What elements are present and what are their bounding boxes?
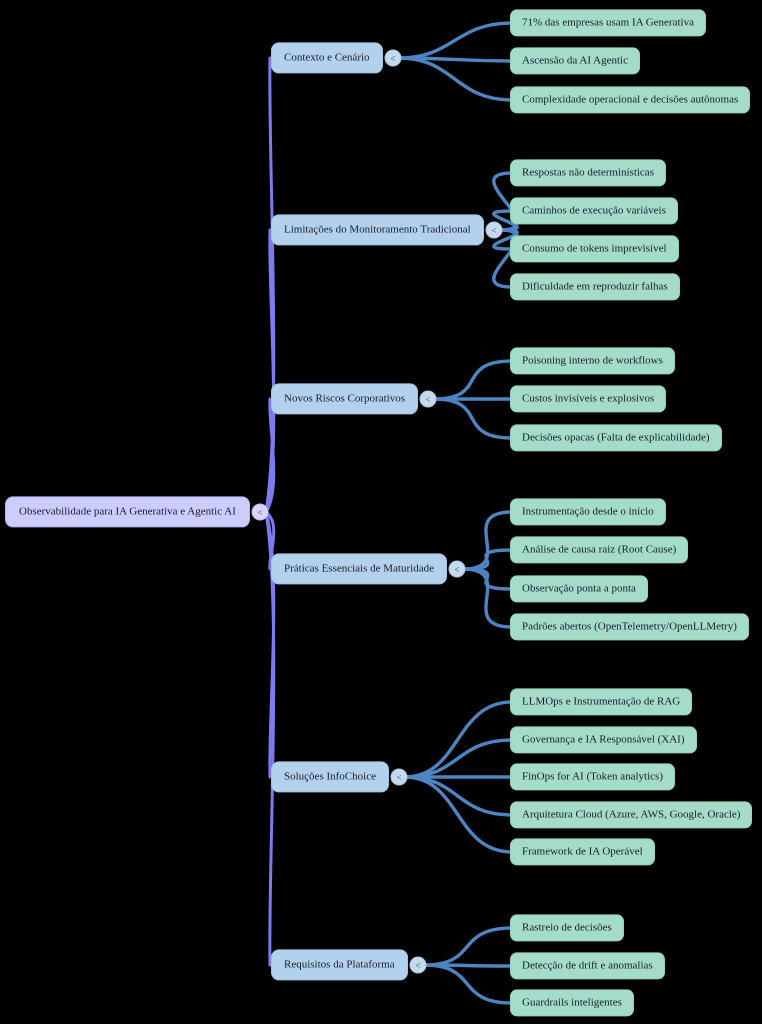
leaf-label: 71% das empresas usam IA Generativa [522, 16, 694, 29]
root-collapse-toggle[interactable]: < [251, 503, 269, 521]
leaf-label: Custos invisíveis e explosivos [522, 392, 655, 405]
leaf-label: Detecção de drift e anomalias [522, 959, 653, 972]
leaf-node[interactable]: FinOps for AI (Token analytics) [510, 763, 675, 791]
leaf-node[interactable]: Complexidade operacional e decisões autô… [510, 86, 751, 114]
branch-leaf-edge [432, 359, 514, 401]
leaf-node[interactable]: Respostas não determinísticas [510, 159, 666, 187]
leaf-node[interactable]: Poisoning interno de workflows [510, 347, 675, 375]
leaf-label: Caminhos de execução variáveis [522, 204, 666, 217]
branch-collapse-toggle[interactable]: < [485, 221, 503, 239]
leaf-label: Framework de IA Operável [522, 845, 643, 858]
branch-leaf-edge [397, 21, 514, 60]
branch-collapse-toggle[interactable]: < [390, 768, 408, 786]
leaf-label: Instrumentação desde o início [522, 505, 654, 518]
leaf-node[interactable]: Consumo de tokens imprevisível [510, 235, 679, 263]
root-branch-edge [264, 397, 276, 514]
leaf-node[interactable]: Detecção de drift e anomalias [510, 952, 665, 980]
branch-label: Requisitos da Plataforma [284, 958, 395, 971]
leaf-label: Rastreio de decisões [522, 921, 612, 934]
leaf-node[interactable]: Padrões abertos (OpenTelemetry/OpenLLMet… [510, 613, 749, 641]
branch-leaf-edge [397, 56, 514, 102]
leaf-node[interactable]: Arquitetura Cloud (Azure, AWS, Google, O… [510, 801, 753, 829]
branch-leaf-edge [422, 926, 514, 967]
leaf-label: Ascensão da AI Agentic [522, 54, 628, 67]
leaf-label: Governança e IA Responsável (XAI) [522, 733, 685, 746]
leaf-node[interactable]: Decisões opacas (Falta de explicabilidad… [510, 424, 722, 452]
branch-leaf-edge [403, 738, 514, 779]
leaf-label: Análise de causa raiz (Root Cause) [522, 543, 677, 556]
leaf-label: FinOps for AI (Token analytics) [522, 770, 663, 783]
root-branch-edge [264, 510, 276, 967]
branch-node-novos-riscos[interactable]: Novos Riscos Corporativos [271, 383, 418, 415]
branch-label: Limitações do Monitoramento Tradicional [284, 223, 471, 236]
leaf-label: LLMOps e Instrumentação de RAG [522, 695, 681, 708]
branch-leaf-edge [422, 963, 514, 1005]
leaf-label: Respostas não determinísticas [522, 166, 654, 179]
branch-label: Práticas Essenciais de Maturidade [284, 562, 434, 575]
leaf-node[interactable]: Análise de causa raiz (Root Cause) [510, 536, 689, 564]
leaf-node[interactable]: Observação ponta a ponta [510, 575, 648, 603]
branch-leaf-edge [492, 228, 519, 289]
leaf-label: Guardrails inteligentes [522, 996, 622, 1009]
branch-node-limitacoes-monitoramento[interactable]: Limitações do Monitoramento Tradicional [271, 214, 484, 246]
branch-node-praticas-maturidade[interactable]: Práticas Essenciais de Maturidade [271, 553, 447, 585]
branch-label: Soluções InfoChoice [284, 770, 376, 783]
branch-label: Novos Riscos Corporativos [284, 392, 405, 405]
leaf-node[interactable]: Governança e IA Responsável (XAI) [510, 726, 697, 754]
leaf-node[interactable]: Rastreio de decisões [510, 914, 624, 942]
leaf-node[interactable]: Custos invisíveis e explosivos [510, 385, 667, 413]
leaf-label: Padrões abertos (OpenTelemetry/OpenLLMet… [522, 620, 737, 633]
leaf-node[interactable]: Framework de IA Operável [510, 838, 655, 866]
branch-leaf-edge [403, 775, 514, 817]
root-branch-edge [264, 228, 276, 514]
root-label: Observabilidade para IA Generativa e Age… [19, 505, 236, 518]
leaf-node[interactable]: Guardrails inteligentes [510, 989, 634, 1017]
leaf-node[interactable]: 71% das empresas usam IA Generativa [510, 9, 706, 37]
leaf-node[interactable]: LLMOps e Instrumentação de RAG [510, 688, 693, 716]
branch-leaf-edge [432, 397, 514, 440]
leaf-label: Poisoning interno de workflows [522, 354, 663, 367]
branch-collapse-toggle[interactable]: < [448, 560, 466, 578]
root-node[interactable]: Observabilidade para IA Generativa e Age… [5, 496, 250, 528]
leaf-label: Observação ponta a ponta [522, 582, 636, 595]
branch-node-contexto-e-cenario[interactable]: Contexto e Cenário [271, 42, 383, 74]
branch-leaf-edge [403, 775, 514, 854]
branch-collapse-toggle[interactable]: < [409, 956, 427, 974]
leaf-label: Decisões opacas (Falta de explicabilidad… [522, 431, 710, 444]
branch-node-solucoes-infochoice[interactable]: Soluções InfoChoice [271, 761, 389, 793]
branch-node-requisitos-plataforma[interactable]: Requisitos da Plataforma [271, 949, 408, 981]
leaf-label: Dificuldade em reproduzir falhas [522, 280, 668, 293]
leaf-label: Arquitetura Cloud (Azure, AWS, Google, O… [522, 808, 741, 821]
branch-collapse-toggle[interactable]: < [384, 49, 402, 67]
leaf-node[interactable]: Instrumentação desde o início [510, 498, 666, 526]
branch-leaf-edge [461, 567, 514, 629]
leaf-label: Consumo de tokens imprevisível [522, 242, 667, 255]
leaf-label: Complexidade operacional e decisões autô… [522, 93, 739, 106]
branch-collapse-toggle[interactable]: < [419, 390, 437, 408]
leaf-node[interactable]: Dificuldade em reproduzir falhas [510, 273, 680, 301]
leaf-node[interactable]: Caminhos de execução variáveis [510, 197, 678, 225]
leaf-node[interactable]: Ascensão da AI Agentic [510, 47, 640, 75]
branch-label: Contexto e Cenário [284, 51, 370, 64]
branch-leaf-edge [461, 548, 514, 571]
